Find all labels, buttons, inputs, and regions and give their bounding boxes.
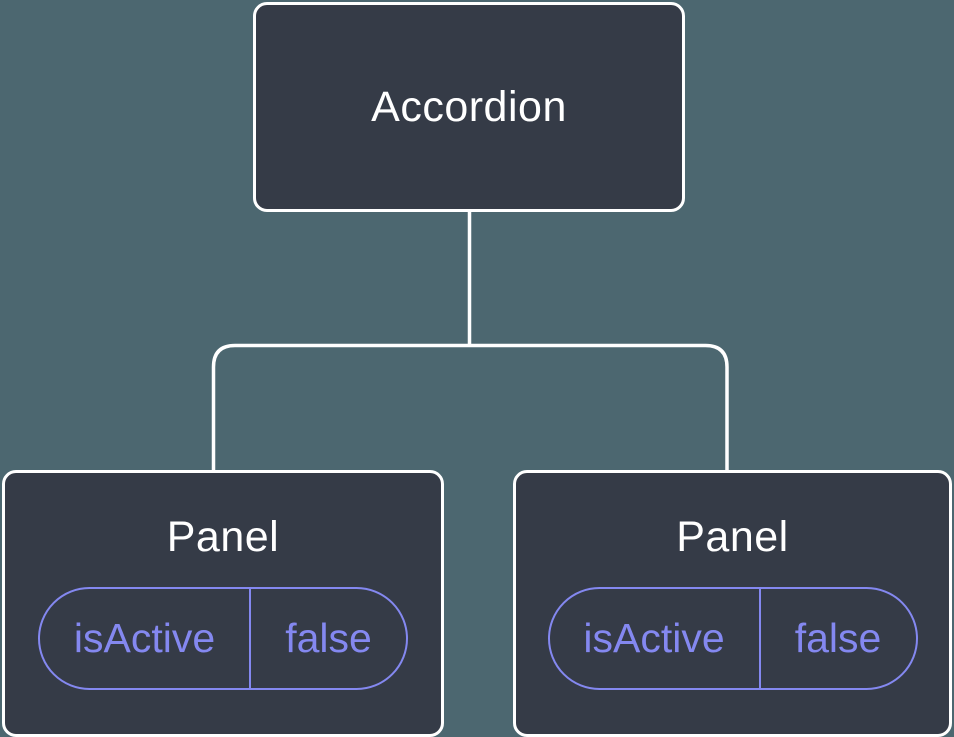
state-pill: isActive false [547, 587, 918, 690]
state-key: isActive [40, 589, 251, 688]
node-label: Accordion [371, 83, 567, 131]
node-label: Panel [166, 513, 280, 561]
state-value: false [285, 615, 372, 661]
node-label: Panel [676, 513, 789, 561]
state-value: false [794, 615, 882, 661]
tree-node-panel-left: Panel isActive false [2, 470, 444, 737]
tree-node-panel-right: Panel isActive false [513, 470, 952, 737]
state-pill: isActive false [38, 587, 408, 690]
state-key: isActive [550, 589, 761, 688]
connector-branch [211, 343, 729, 470]
tree-node-accordion: Accordion [253, 2, 685, 212]
